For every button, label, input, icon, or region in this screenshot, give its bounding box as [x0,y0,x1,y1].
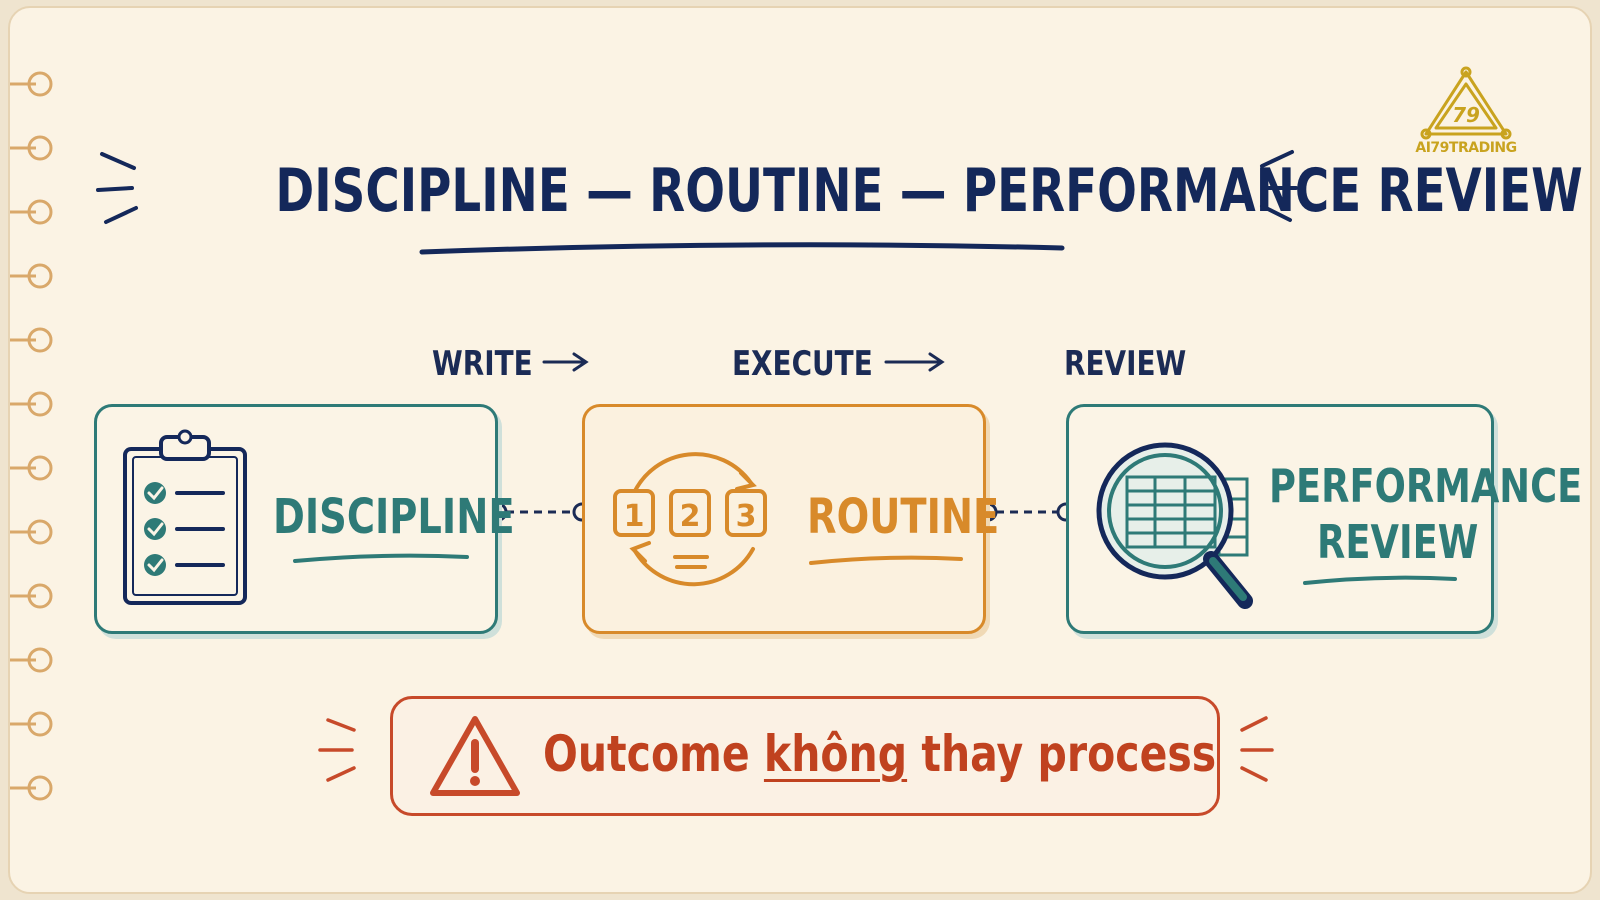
performance-label: PERFORMANCE [1269,459,1583,513]
discipline-label: DISCIPLINE [273,489,515,545]
spiral-binding [10,71,53,801]
warning-text-post: thay process [907,725,1217,783]
step-number-3: 3 [736,499,757,534]
warning-triangle-icon [430,716,520,796]
step-label-execute: EXECUTE [732,344,873,384]
discipline-underline [293,553,469,563]
review-label: REVIEW [1317,515,1479,569]
step-arrows [542,352,945,372]
magnifier-spreadsheet-icon [1096,442,1253,609]
routine-label: ROUTINE [807,489,1000,545]
routine-card: 1 2 3 ROUTINE [582,404,999,634]
performance-review-card: PERFORMANCE REVIEW [1066,404,1582,634]
warning-text-emphasis: không [763,725,908,783]
warning-banner: Outcome không thay process [390,696,1220,816]
brand-logo-icon: 79 [1420,66,1512,140]
title-underline [419,242,1065,255]
routine-underline [809,555,963,565]
brand-logo-text: AI79TRADING [1415,140,1517,156]
step-number-1: 1 [624,499,645,534]
discipline-card: DISCIPLINE [94,404,515,634]
step-label-write: WRITE [432,344,533,384]
review-underline [1303,575,1457,585]
warning-text: Outcome không thay process [543,725,1216,783]
logo-mark-text: 79 [1452,103,1480,127]
step-number-2: 2 [680,499,701,534]
warning-emphasis-marks [318,716,1274,782]
notebook-page: DISCIPLINE — ROUTINE — PERFORMANCE REVIE… [8,6,1592,894]
clipboard-checklist-icon [123,429,247,605]
title-emphasis-marks [96,150,1298,224]
routine-cycle-icon: 1 2 3 [613,452,767,587]
warning-text-pre: Outcome [543,725,764,783]
page-title: DISCIPLINE — ROUTINE — PERFORMANCE REVIE… [275,156,1583,226]
step-label-review: REVIEW [1064,344,1187,384]
